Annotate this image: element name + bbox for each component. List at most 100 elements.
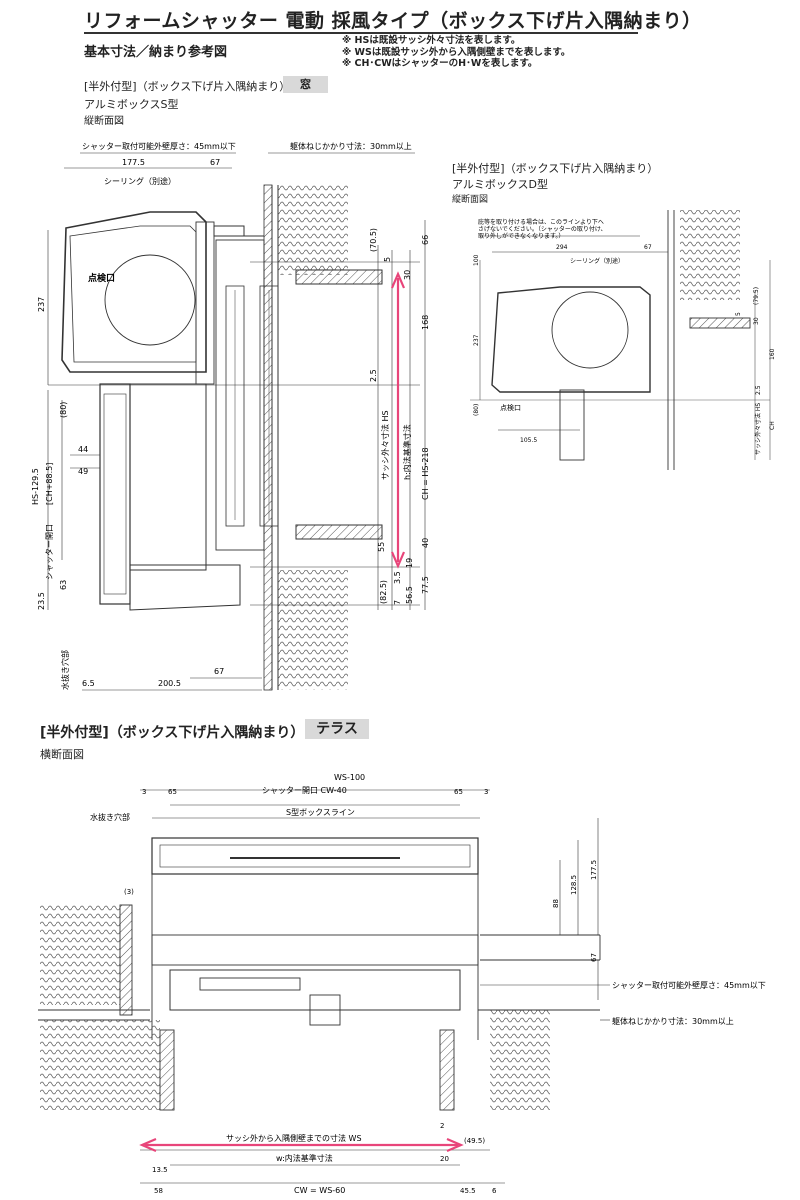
t-dim-6: 6 <box>492 1187 497 1195</box>
s-dim-82-5: (82.5) <box>379 580 388 604</box>
section-terrace-badge: テラス <box>305 719 369 739</box>
s-dim-237: 237 <box>37 297 46 312</box>
section-s-view: 縦断面図 <box>84 116 124 127</box>
s-dim-2-5: 2.5 <box>369 369 378 382</box>
d-dim-80: (80) <box>473 404 480 416</box>
section-s-heading: [半外付型]（ボックス下げ片入隅納まり） <box>84 80 291 93</box>
note-ws: ※ WSは既設サッシ外から入隅側壁までを表します。 <box>342 46 571 58</box>
d-dim-5: 5 <box>735 312 742 316</box>
note-hs: ※ HSは既設サッシ外々寸法を表します。 <box>342 35 521 46</box>
t-dim-20: 20 <box>440 1155 449 1163</box>
t-drain-label: 水抜き穴部 <box>90 812 130 822</box>
d-dim-30: 30 <box>753 317 760 325</box>
d-dim-67: 67 <box>644 244 652 251</box>
s-sealing-label: シーリング（別途） <box>104 176 176 186</box>
s-sash-outer-label: サッシ外々寸法 HS <box>380 410 390 480</box>
t-dim-67: 67 <box>590 953 598 962</box>
s-inner-std-label: h:内法基準寸法 <box>402 424 412 480</box>
t-dim-49-5: (49.5) <box>464 1137 485 1145</box>
t-dim-3-paren: (3) <box>124 888 134 896</box>
t-dim-128-5: 128.5 <box>570 875 578 895</box>
section-terrace-heading: [半外付型]（ボックス下げ片入隅納まり） <box>40 725 305 741</box>
d-dim-237: 237 <box>473 334 480 346</box>
t-dim-58: 58 <box>154 1187 163 1195</box>
s-dim-77-5: 77.5 <box>421 576 430 594</box>
s-dim-66: 66 <box>421 235 430 245</box>
d-sash-outer-label: サッシ外々寸法 HS <box>754 403 762 455</box>
t-mount-wall-label: シャッター取付可能外壁厚さ：45mm以下 <box>612 980 766 990</box>
t-dim-3-right: 3 <box>484 788 488 796</box>
s-dim-55: 55 <box>377 542 386 552</box>
t-dim-65-left: 65 <box>168 788 177 796</box>
t-ws-dim-label: サッシ外から入隅側壁までの寸法 WS <box>226 1133 362 1143</box>
title-underline <box>84 32 638 34</box>
d-dim-79-5: (79.5) <box>753 287 760 305</box>
d-dim-294: 294 <box>556 244 568 251</box>
t-w-inner-label: w:内法基準寸法 <box>276 1153 333 1163</box>
section-d-drawing <box>470 210 771 470</box>
s-mount-wall-label: シャッター取付可能外壁厚さ：45mm以下 <box>82 141 236 151</box>
s-dim-44: 44 <box>78 445 88 454</box>
s-dim-177-5: 177.5 <box>122 158 145 167</box>
page-subtitle: 基本寸法／納まり参考図 <box>84 45 228 60</box>
d-dim-105-5: 105.5 <box>520 437 537 444</box>
notes-block: ※ HSは既設サッシ外々寸法を表します。 ※ WSは既設サッシ外から入隅側壁まで… <box>342 35 570 70</box>
t-dim-65-right: 65 <box>454 788 463 796</box>
t-dim-3-left: 3 <box>142 788 146 796</box>
s-ch-formula2: [CH+88.5] <box>45 463 54 505</box>
s-dim-80: (80) <box>59 402 68 418</box>
s-dim-49: 49 <box>78 467 88 476</box>
s-dim-6-5: 6.5 <box>82 679 95 688</box>
s-dim-67-top: 67 <box>210 158 220 167</box>
section-s-drawing <box>47 152 426 691</box>
section-terrace-view: 横断面図 <box>40 748 84 761</box>
d-dim-100: 100 <box>473 254 480 266</box>
s-inspection-label: 点検口 <box>88 272 115 284</box>
t-dim-88: 88 <box>552 899 560 908</box>
t-ws100-label: WS-100 <box>334 773 365 782</box>
t-dim-2: 2 <box>440 1122 444 1130</box>
d-dim-160: 160 <box>769 348 776 360</box>
section-d-view: 縦断面図 <box>452 195 489 205</box>
note-ch-cw: ※ CH･CWはシャッターのH･Wを表します。 <box>342 58 538 69</box>
s-dim-63: 63 <box>59 580 68 590</box>
s-dim-70-5: (70.5) <box>369 228 378 252</box>
d-sealing-label: シーリング（別途） <box>570 257 624 265</box>
s-drain-label: 水抜き穴部 <box>60 650 70 690</box>
section-d-model: アルミボックスD型 <box>452 178 549 191</box>
t-dim-45-5: 45.5 <box>460 1187 476 1195</box>
page-title: リフォームシャッター 電動 採風タイプ（ボックス下げ片入隅納まり） <box>84 10 702 32</box>
s-dim-5: 5 <box>383 257 392 262</box>
t-dim-177-5: 177.5 <box>590 860 598 880</box>
s-screw-label: 躯体ねじかかり寸法：30mm以上 <box>290 141 412 151</box>
t-screw-label: 躯体ねじかかり寸法：30mm以上 <box>612 1016 734 1026</box>
d-dim-2-5: 2.5 <box>755 385 762 395</box>
t-cw40-label: シャッター開口 CW-40 <box>262 786 347 795</box>
section-s-badge: 窓 <box>283 76 328 93</box>
s-dim-200-5: 200.5 <box>158 679 181 688</box>
s-dim-168: 168 <box>421 315 430 330</box>
s-shutter-open-label: シャッター開口 <box>45 524 54 580</box>
s-dim-30: 30 <box>403 270 412 280</box>
section-s-model: アルミボックスS型 <box>84 98 179 111</box>
s-ch-formula: CH = HS-218 <box>421 447 430 500</box>
t-box-line-label: S型ボックスライン <box>286 808 355 817</box>
s-dim-23-5: 23.5 <box>37 592 46 610</box>
s-dim-56-5: 56.5 <box>405 586 414 604</box>
t-dim-13-5-a: 13.5 <box>152 1166 168 1174</box>
s-dim-19: 19 <box>405 558 414 568</box>
d-notice-0: 庇等を取り付ける場合は、このラインより下へ <box>478 218 604 226</box>
d-notice-2: 取り外しができなくなります。） <box>478 232 564 240</box>
s-hs-formula: HS-129.5 <box>31 468 40 505</box>
s-dim-7: 7 <box>393 600 402 605</box>
s-dim-40: 40 <box>421 538 430 548</box>
t-cw-label: CW = WS-60 <box>294 1186 345 1195</box>
section-terrace-drawing <box>38 789 610 1184</box>
section-d-heading: [半外付型]（ボックス下げ片入隅納まり） <box>452 162 659 175</box>
d-ch-label: CH <box>769 421 776 430</box>
s-dim-3-5: 3.5 <box>393 571 402 584</box>
d-notice-1: さげないでください。（シャッターの取り付け、 <box>478 225 607 233</box>
s-dim-67-bottom: 67 <box>214 667 224 676</box>
d-inspection-label: 点検口 <box>500 403 521 412</box>
